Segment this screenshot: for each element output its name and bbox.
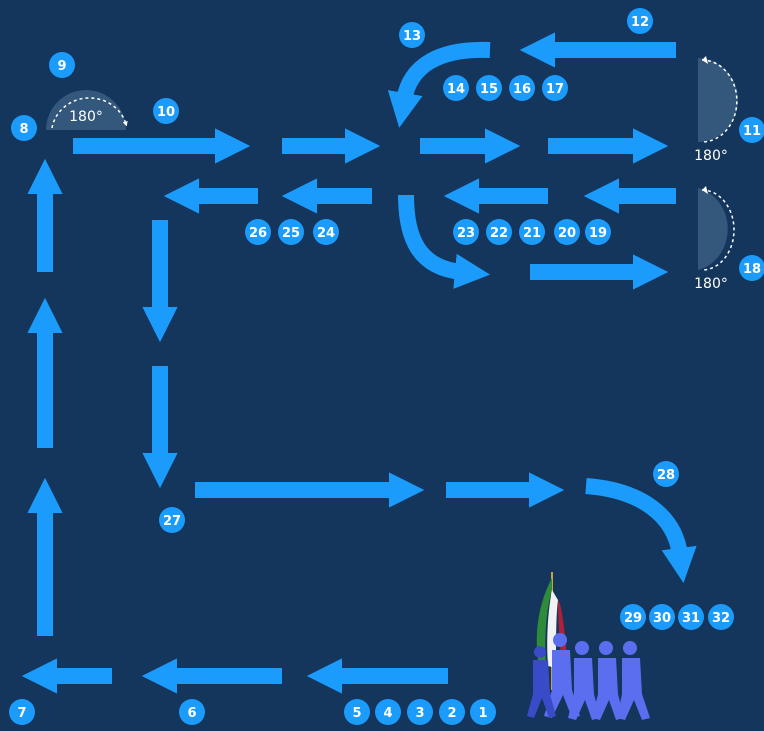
svg-text:12: 12 — [631, 15, 649, 30]
svg-text:3: 3 — [415, 706, 424, 721]
svg-text:30: 30 — [653, 611, 671, 626]
turn-marker-right-bottom: 180° — [694, 186, 735, 292]
svg-text:28: 28 — [657, 468, 675, 483]
step-badge-21: 21 — [519, 219, 545, 245]
flag-icon — [536, 578, 552, 664]
svg-text:13: 13 — [403, 29, 421, 44]
step-badge-5: 5 — [344, 699, 370, 725]
svg-text:17: 17 — [546, 82, 564, 97]
step-badge-2: 2 — [439, 699, 465, 725]
turn-label: 180° — [694, 148, 728, 164]
step-badge-9: 9 — [49, 52, 75, 78]
svg-text:24: 24 — [317, 226, 335, 241]
step-badge-26: 26 — [245, 219, 271, 245]
step-badge-8: 8 — [11, 115, 37, 141]
step-badge-30: 30 — [649, 604, 675, 630]
svg-text:16: 16 — [513, 82, 531, 97]
svg-text:29: 29 — [624, 611, 642, 626]
svg-text:23: 23 — [457, 226, 475, 241]
svg-text:32: 32 — [712, 611, 730, 626]
svg-text:26: 26 — [249, 226, 267, 241]
svg-text:9: 9 — [57, 59, 66, 74]
svg-text:11: 11 — [743, 124, 761, 139]
route-arrow-curve — [398, 194, 491, 289]
step-badge-7: 7 — [9, 699, 35, 725]
step-badge-6: 6 — [179, 699, 205, 725]
svg-text:8: 8 — [19, 122, 28, 137]
svg-text:15: 15 — [480, 82, 498, 97]
svg-text:22: 22 — [490, 226, 508, 241]
step-badge-22: 22 — [486, 219, 512, 245]
step-badge-16: 16 — [509, 75, 535, 101]
step-badge-28: 28 — [653, 461, 679, 487]
step-badge-27: 27 — [159, 507, 185, 533]
svg-text:31: 31 — [682, 611, 700, 626]
marchers-illustration — [527, 572, 650, 720]
step-badge-23: 23 — [453, 219, 479, 245]
step-badge-18: 18 — [739, 255, 764, 281]
step-badge-32: 32 — [708, 604, 734, 630]
step-badge-31: 31 — [678, 604, 704, 630]
svg-text:10: 10 — [157, 105, 175, 120]
svg-text:6: 6 — [187, 706, 196, 721]
svg-text:5: 5 — [352, 706, 361, 721]
svg-text:27: 27 — [163, 514, 181, 529]
step-badge-20: 20 — [554, 219, 580, 245]
step-badge-25: 25 — [278, 219, 304, 245]
step-badge-24: 24 — [313, 219, 339, 245]
turn-label: 180° — [69, 109, 103, 125]
svg-text:19: 19 — [589, 226, 607, 241]
svg-text:25: 25 — [282, 226, 300, 241]
svg-text:1: 1 — [478, 706, 487, 721]
step-badge-19: 19 — [585, 219, 611, 245]
svg-text:21: 21 — [523, 226, 541, 241]
step-badge-13: 13 — [399, 22, 425, 48]
step-badge-12: 12 — [627, 8, 653, 34]
turn-label: 180° — [694, 276, 728, 292]
route-arrow-curve — [387, 41, 491, 128]
step-badge-3: 3 — [407, 699, 433, 725]
svg-text:2: 2 — [447, 706, 456, 721]
svg-text:18: 18 — [743, 262, 761, 277]
route-arrow-curve — [585, 478, 697, 583]
svg-text:20: 20 — [558, 226, 576, 241]
step-badge-1: 1 — [470, 699, 496, 725]
step-badge-11: 11 — [739, 117, 764, 143]
step-badge-17: 17 — [542, 75, 568, 101]
step-badge-15: 15 — [476, 75, 502, 101]
svg-text:7: 7 — [17, 706, 26, 721]
route-arrows — [21, 32, 697, 694]
step-badge-29: 29 — [620, 604, 646, 630]
step-badge-10: 10 — [153, 98, 179, 124]
turn-marker-left: 180° — [46, 90, 128, 130]
step-badge-14: 14 — [443, 75, 469, 101]
step-badges: 1 2 3 4 5 6 7 8 9 10 11 12 13 14 15 16 1… — [9, 8, 764, 725]
svg-text:14: 14 — [447, 82, 465, 97]
svg-text:4: 4 — [383, 706, 392, 721]
turn-marker-right-top: 180° — [694, 56, 738, 164]
step-badge-4: 4 — [375, 699, 401, 725]
